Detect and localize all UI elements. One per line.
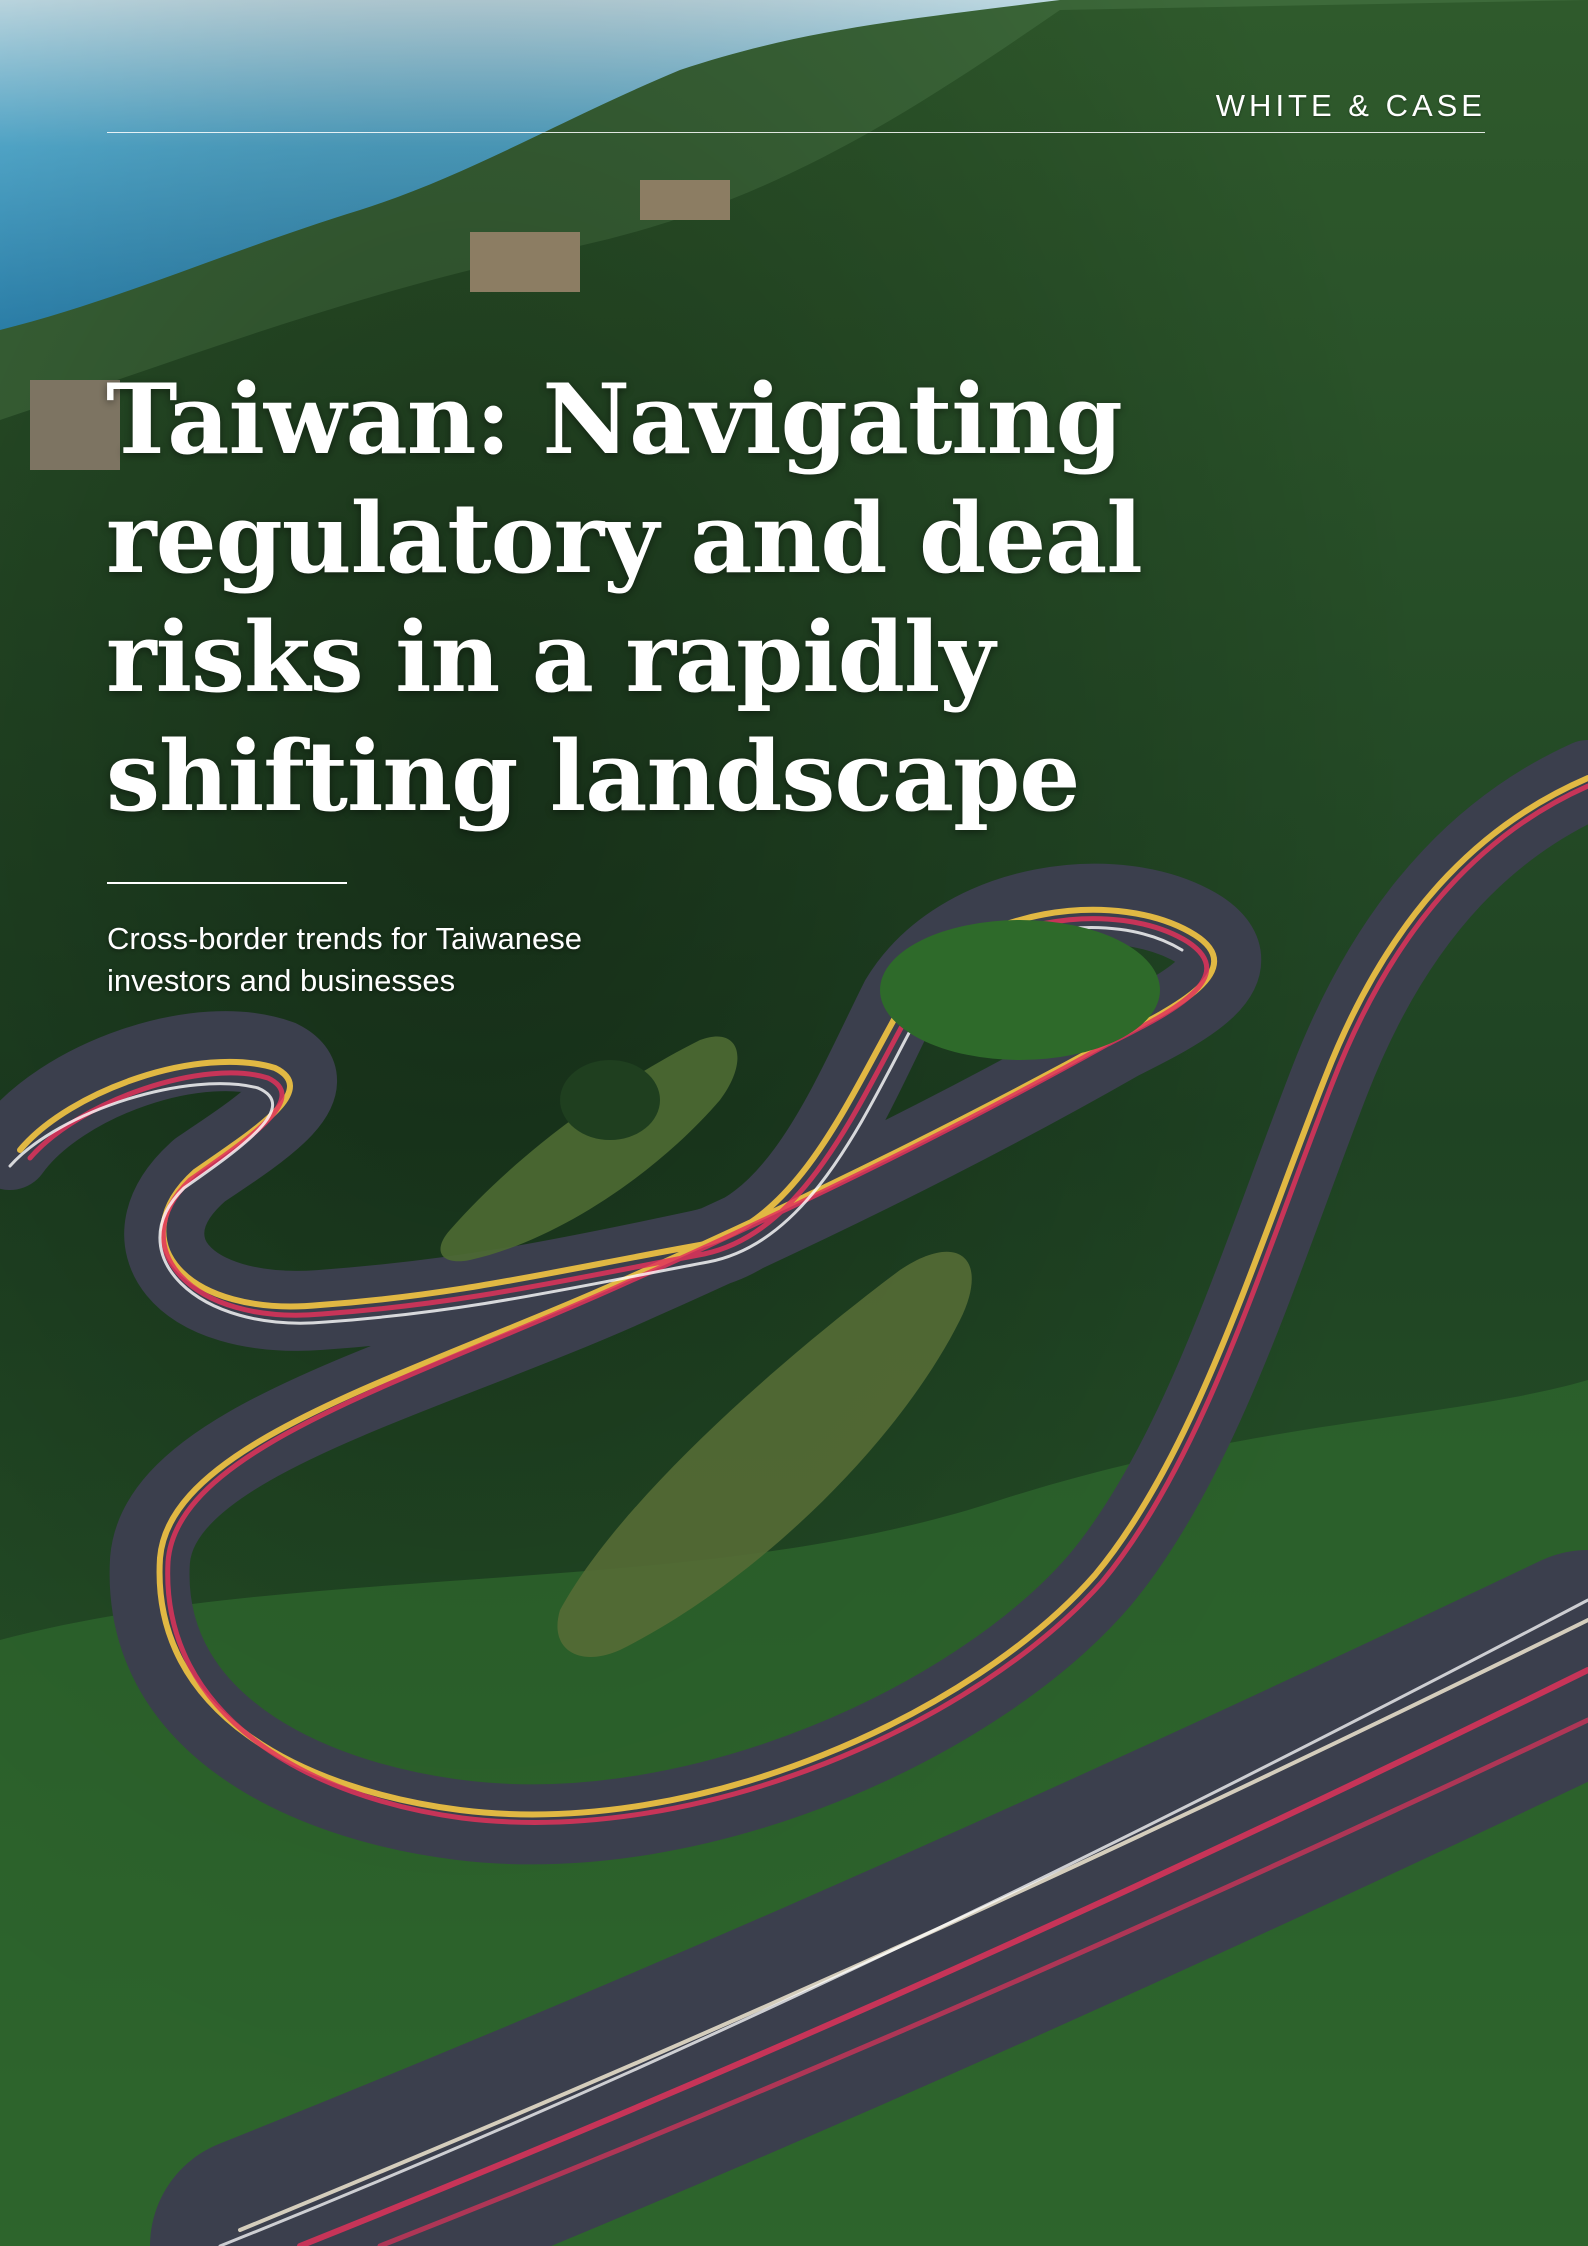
cover-subtitle: Cross-border trends for Taiwanese invest…	[107, 921, 582, 998]
top-divider	[107, 132, 1485, 133]
title-divider	[107, 882, 347, 884]
cover-title: Taiwan: Navigating regulatory and deal r…	[106, 363, 1143, 833]
brand-logo: WHITE & CASE	[1215, 88, 1486, 123]
